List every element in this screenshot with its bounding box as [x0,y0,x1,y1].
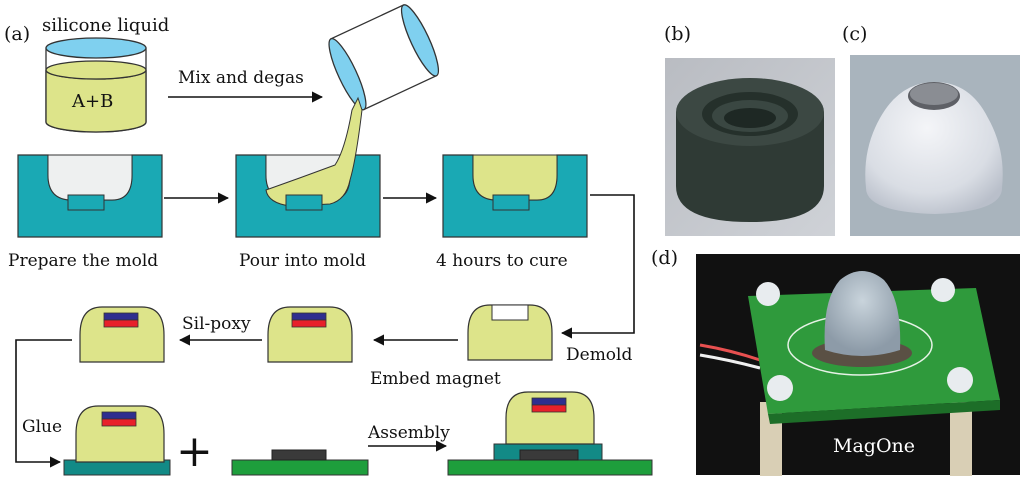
silicone-cup [45,37,147,133]
embed-magnet-label: Embed magnet [370,369,501,389]
mix-ab-label: A+B [71,91,113,112]
panel-a-label: (a) [4,23,30,45]
pouring-cup [328,4,440,111]
mold-cure [442,154,588,238]
assembly-label: Assembly [367,423,450,443]
panel-b-label: (b) [664,23,691,45]
prepare-mold-label: Prepare the mold [8,251,158,271]
mold-prepare [17,154,163,238]
demold-label: Demold [566,345,632,365]
assembled-sensor [447,391,653,476]
dome-on-base [63,405,171,476]
photo-magone [696,254,1020,476]
cure-label: 4 hours to cure [436,251,568,271]
glue-label: Glue [22,417,62,437]
mold-pour [235,96,381,238]
magone-label: MagOne [833,435,915,457]
silpoxy-label: Sil-poxy [182,314,251,334]
pour-mold-label: Pour into mold [239,251,366,271]
part-with-magnet [267,306,353,363]
arrow-cure-demold [560,194,635,339]
photo-mold [665,58,835,236]
arrow-silpoxy-glue [15,339,72,468]
plus-sign: + [176,426,213,477]
panel-d-label: (d) [651,247,678,269]
sealed-part [79,306,165,363]
mix-degas-label: Mix and degas [178,68,304,88]
silicone-liquid-label: silicone liquid [42,15,169,36]
demolded-part [467,304,553,361]
panel-c-label: (c) [842,23,867,45]
pcb-board [231,449,369,476]
photo-silicone-dome [850,55,1020,236]
